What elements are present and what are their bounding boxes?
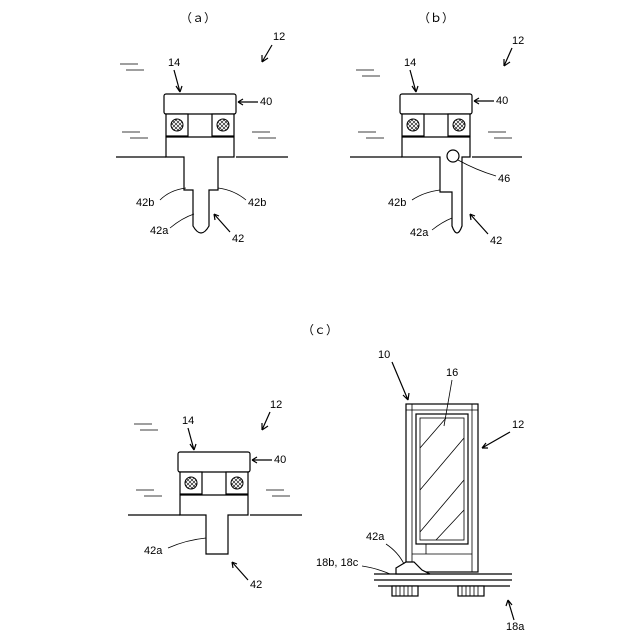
arrow [238, 99, 258, 105]
seal-ring-icon [185, 477, 197, 489]
ref-40: 40 [496, 95, 508, 107]
panel-b-label: （ｂ） [418, 11, 454, 25]
ref-16: 16 [446, 367, 458, 379]
arrow [410, 70, 418, 92]
seal-ring-icon [217, 119, 229, 131]
water-mark [266, 490, 290, 496]
ref-42b-right: 42b [248, 197, 266, 209]
ref-42: 42 [232, 233, 244, 245]
water-mark [136, 490, 162, 496]
glass-panel-16 [416, 414, 468, 544]
ref-14: 14 [182, 415, 194, 427]
ref-42b-left: 42b [136, 197, 154, 209]
rail-18a [374, 574, 512, 580]
leader [218, 188, 246, 200]
tongue-member-42 [166, 137, 234, 233]
arrow [482, 432, 510, 448]
ref-42a: 42a [150, 225, 169, 237]
ref-42: 42 [250, 579, 262, 591]
leader [160, 188, 186, 200]
arrow [474, 98, 494, 104]
leader [362, 566, 390, 574]
hole-46 [447, 150, 459, 162]
ref-42a: 42a [410, 227, 429, 239]
panel-c-label: （ｃ） [302, 323, 338, 337]
arrow [506, 600, 514, 620]
leader [170, 214, 194, 228]
arrow [262, 45, 272, 62]
leader [386, 544, 404, 564]
water-mark [356, 70, 380, 76]
ref-12: 12 [512, 35, 524, 47]
ref-10: 10 [378, 349, 390, 361]
leader [458, 160, 496, 176]
ref-42a: 42a [366, 531, 385, 543]
arrow [232, 562, 248, 580]
arrow [470, 214, 488, 234]
ref-18a: 18a [506, 621, 525, 633]
upper-block [178, 452, 250, 472]
arrow [214, 214, 230, 232]
leader [412, 190, 440, 200]
panel-a-label: （ａ） [180, 11, 216, 25]
seal-ring-icon [231, 477, 243, 489]
arrow [392, 362, 409, 400]
leader [432, 218, 452, 230]
water-mark [120, 64, 144, 70]
leader [168, 538, 206, 548]
tongue-member-42 [402, 137, 470, 233]
upper-block [400, 94, 472, 114]
ref-42b: 42b [388, 197, 406, 209]
water-mark [134, 424, 158, 430]
ref-42: 42 [490, 235, 502, 247]
tongue-member-42 [180, 495, 248, 554]
seal-ring-icon [407, 119, 419, 131]
ref-12: 12 [512, 419, 524, 431]
water-mark [252, 132, 276, 138]
ref-40: 40 [274, 454, 286, 466]
seal-ring-icon [171, 119, 183, 131]
ref-12: 12 [270, 399, 282, 411]
ref-40: 40 [260, 96, 272, 108]
ref-12: 12 [273, 31, 285, 43]
water-mark [122, 132, 148, 138]
water-mark [358, 132, 384, 138]
arrow [504, 48, 512, 66]
ref-14: 14 [168, 57, 180, 69]
ref-18bc: 18b, 18c [316, 557, 359, 569]
arrow [174, 70, 182, 92]
upper-block [164, 94, 236, 114]
arrow [262, 412, 270, 430]
arrow [252, 457, 272, 463]
ref-42a: 42a [144, 545, 163, 557]
panel-c-left: 12 14 40 42a 42 [128, 399, 302, 591]
seal-ring-icon [453, 119, 465, 131]
ref-46: 46 [498, 173, 510, 185]
water-mark [488, 132, 512, 138]
ref-14: 14 [404, 57, 416, 69]
panel-c-right: 10 16 12 42a 18b, 18c 18a [316, 349, 525, 633]
panel-b: （ｂ） 12 14 40 46 42b 42a 42 [350, 11, 524, 247]
arrow [188, 428, 196, 450]
panel-a: （ａ） 12 14 40 42b 42b 42a 42 [116, 11, 288, 245]
